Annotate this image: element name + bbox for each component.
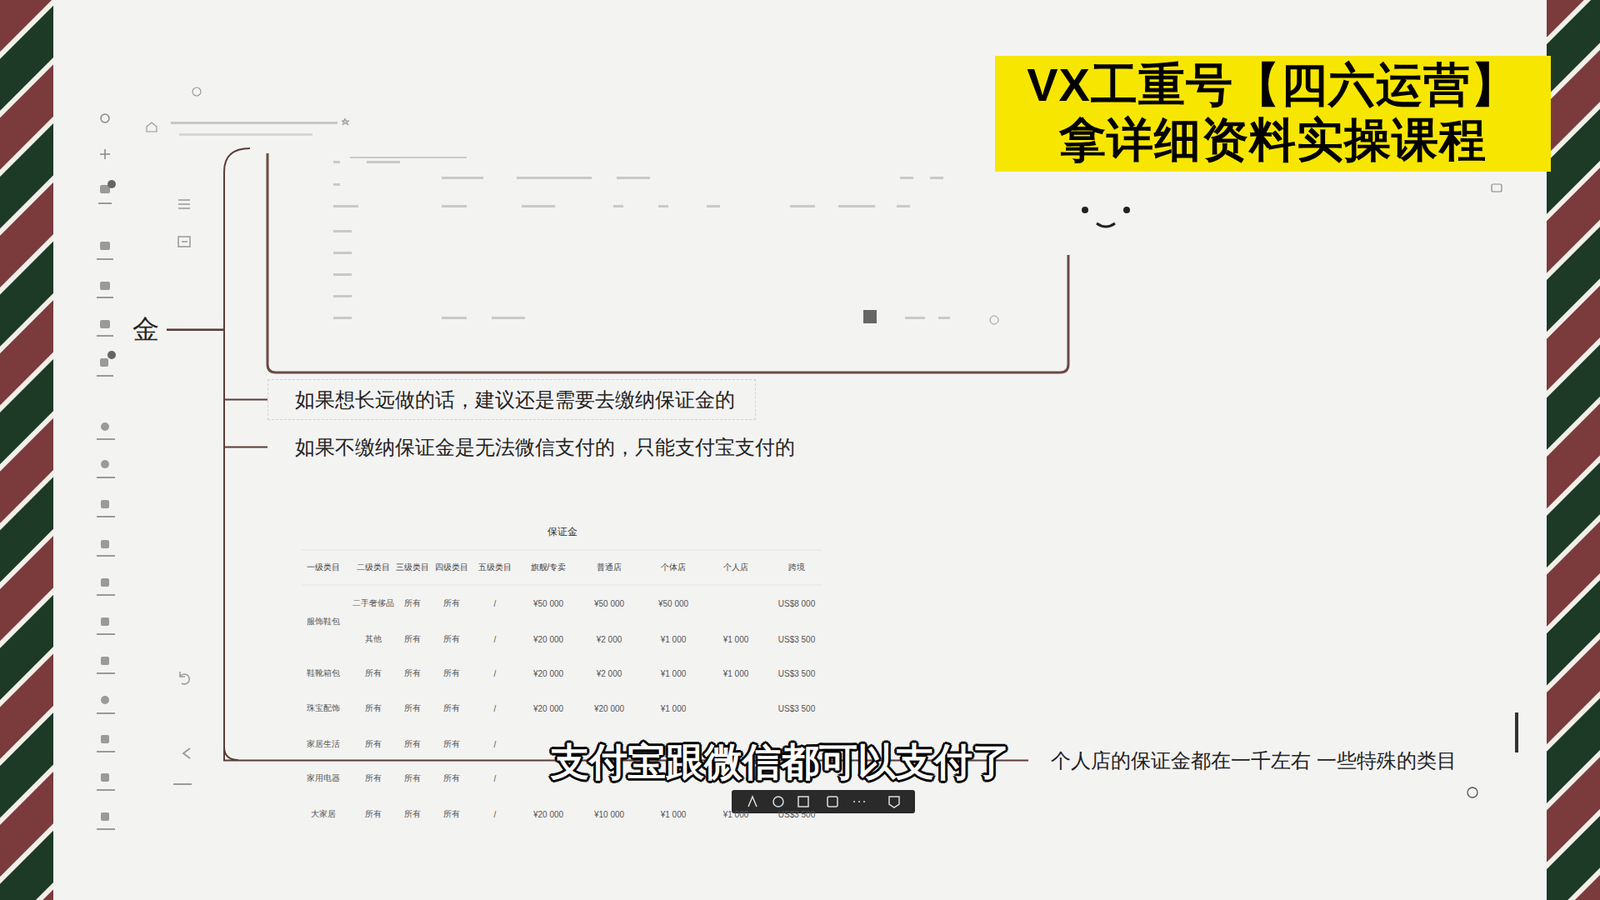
mindmap-branch — [166, 330, 1029, 761]
smiley — [1081, 206, 1130, 227]
table-header: 一级类目 — [306, 561, 340, 574]
video-toolbar — [731, 790, 915, 814]
table-cell: ¥20 000 — [594, 704, 625, 714]
table-header: 普通店 — [596, 561, 622, 574]
table-cell: / — [494, 704, 497, 714]
table-cell: 所有 — [404, 772, 421, 785]
table-cell: ¥1 000 — [660, 669, 687, 679]
table-cell: US$8 000 — [778, 599, 815, 609]
node-text: 个人店的保证金都在一千左右 一些特殊的类目 — [1050, 747, 1457, 774]
table-cell: ¥1 000 — [660, 810, 687, 820]
table-cell: ¥1 000 — [660, 635, 687, 645]
stripe-border — [0, 0, 54, 900]
table-header: 五级类目 — [478, 561, 512, 574]
table-cell: 所有 — [443, 597, 460, 610]
table-cell: 所有 — [404, 738, 421, 750]
branch-node: 个人店的保证金都在一千左右 一些特殊的类目 — [1028, 744, 1463, 777]
table-header: 个人店 — [723, 561, 749, 574]
table-cell: US$3 500 — [778, 669, 815, 679]
table-cell: / — [494, 810, 497, 820]
table-cell: ¥1 000 — [723, 635, 750, 645]
table-cell: 所有 — [365, 808, 382, 820]
table-cell: 其他 — [365, 633, 382, 645]
table-header: 个体店 — [660, 561, 686, 574]
sidebar-icons — [96, 87, 350, 830]
table-cell: 所有 — [443, 772, 460, 785]
table-header: 跨境 — [788, 561, 805, 574]
table-cell: / — [494, 740, 497, 750]
table-header: 四级类目 — [435, 561, 469, 574]
stripe-border — [1546, 0, 1600, 900]
table-cell: 二手奢侈品 — [352, 597, 395, 610]
table-cell: ¥20 000 — [533, 669, 564, 679]
table-cell: ¥1 000 — [723, 669, 750, 679]
table-cell: 所有 — [365, 667, 382, 680]
root-node: 金 — [125, 308, 167, 352]
help-icon — [1467, 787, 1478, 798]
mindmap-branch — [166, 330, 268, 400]
watermark-banner: 拿详细资料实操课程 — [1059, 116, 1487, 164]
table-cell: 所有 — [443, 738, 460, 750]
table-cell: 大家居 — [310, 808, 336, 820]
table-cell: 家用电器 — [306, 772, 340, 785]
table-cell: 鞋靴箱包 — [306, 667, 340, 680]
table-cell: ¥10 000 — [594, 810, 625, 820]
node-text: 如果不缴纳保证金是无法微信支付的，只能支付宝支付的 — [295, 434, 795, 460]
table-cell: ¥2 000 — [596, 669, 623, 679]
table-cell: ¥50 000 — [533, 599, 564, 609]
table-cell: US$3 500 — [778, 810, 815, 820]
table-cell: ¥1 000 — [660, 704, 687, 714]
branch-node: 如果不缴纳保证金是无法微信支付的，只能支付宝支付的 — [267, 428, 816, 466]
branch-bar — [224, 148, 250, 760]
table-cell: US$3 500 — [778, 635, 815, 645]
table-cell: US$3 500 — [778, 704, 815, 714]
table-title: 保证金 — [547, 525, 578, 540]
table-cell: 所有 — [404, 633, 421, 645]
table-cell: 服饰鞋包 — [306, 615, 340, 628]
banner — [995, 55, 1551, 172]
table-cell: ¥50 000 — [658, 599, 689, 609]
table-cell: 所有 — [443, 633, 460, 645]
table-cell: 所有 — [365, 702, 382, 715]
table-cell: / — [494, 774, 497, 784]
subtitle: 支付宝跟微信都可以支付了 — [550, 736, 1011, 789]
table-cell: 家居生活 — [306, 738, 340, 750]
scrollbar — [1515, 712, 1519, 753]
branch-node: 如果想长远做的话，建议还是需要去缴纳保证金的 — [267, 379, 756, 420]
table-cell: 所有 — [404, 702, 421, 715]
table-cell: 所有 — [404, 597, 421, 610]
table-header: 旗舰/专卖 — [530, 561, 567, 574]
table-cell: 珠宝配饰 — [306, 702, 340, 715]
table-cell: ¥20 000 — [533, 635, 564, 645]
table-cell: ¥20 000 — [533, 704, 564, 714]
table-cell: / — [494, 669, 497, 679]
table-header: 三级类目 — [395, 561, 430, 574]
table-cell: / — [494, 599, 497, 609]
table-cell: 所有 — [404, 808, 421, 820]
window-icon — [1491, 184, 1502, 192]
table-cell: 所有 — [365, 772, 382, 785]
table-cell: 所有 — [443, 667, 460, 680]
table-cell: ¥20 000 — [533, 810, 564, 820]
table-cell: 所有 — [443, 808, 460, 820]
node-text: 如果想长远做的话，建议还是需要去缴纳保证金的 — [295, 386, 735, 413]
table-cell: ¥50 000 — [594, 599, 625, 609]
table-cell: ¥1 000 — [723, 810, 750, 820]
mindmap-branch — [166, 330, 268, 448]
node-text: 金 — [132, 312, 160, 348]
table-cell: 所有 — [365, 738, 382, 750]
screenshot-image — [267, 153, 1069, 373]
table-cell: / — [494, 635, 497, 645]
table-cell: ¥2 000 — [596, 635, 623, 645]
table-cell: 所有 — [443, 702, 460, 715]
table-rules — [301, 550, 822, 585]
watermark-banner: VX工重号【四六运营】 — [1026, 61, 1519, 109]
table-header: 二级类目 — [356, 561, 390, 574]
table-cell: 所有 — [404, 667, 421, 680]
